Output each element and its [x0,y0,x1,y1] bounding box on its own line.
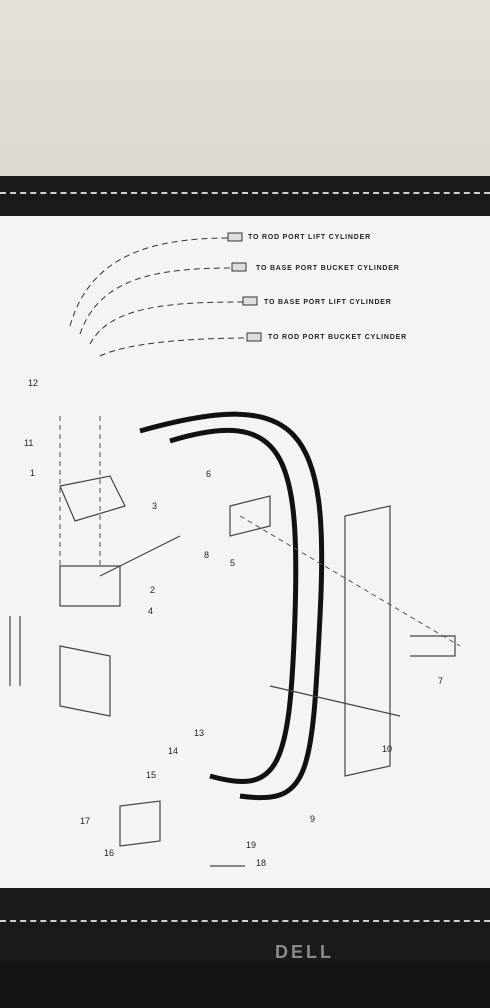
ref-2: 2 [150,585,156,595]
callout-rod-port-bucket: TO ROD PORT BUCKET CYLINDER [268,334,407,341]
callout-base-port-lift: TO BASE PORT LIFT CYLINDER [264,299,392,306]
callout-base-port-bucket: TO BASE PORT BUCKET CYLINDER [256,265,400,272]
desk-foreground [0,962,490,1008]
ref-9: 9 [310,814,316,824]
ref-1: 1 [30,468,36,478]
ref-15: 15 [146,770,157,780]
ref-4: 4 [148,606,154,616]
ref-10: 10 [382,744,393,754]
ref-6: 6 [206,469,212,479]
ref-8: 8 [204,550,210,560]
ref-7: 7 [438,676,444,686]
ref-17: 17 [80,816,91,826]
dell-logo: DELL [275,942,334,962]
ref-14: 14 [168,746,179,756]
callout-rod-port-lift: TO ROD PORT LIFT CYLINDER [248,234,371,241]
bottom-dashed-border [0,920,490,922]
ref-11: 11 [24,438,34,448]
technical-diagram-screen: TO ROD PORT LIFT CYLINDER TO BASE PORT B… [0,216,490,888]
ref-12: 12 [28,378,39,388]
ref-16: 16 [104,848,115,858]
top-dashed-border [0,192,490,194]
ref-3: 3 [152,501,158,511]
hydraulic-hose-diagram [9,232,461,867]
ref-18: 18 [256,858,267,868]
ref-19: 19 [246,840,257,850]
ref-13: 13 [194,728,205,738]
ref-5: 5 [230,558,236,568]
wall-background [0,0,490,180]
